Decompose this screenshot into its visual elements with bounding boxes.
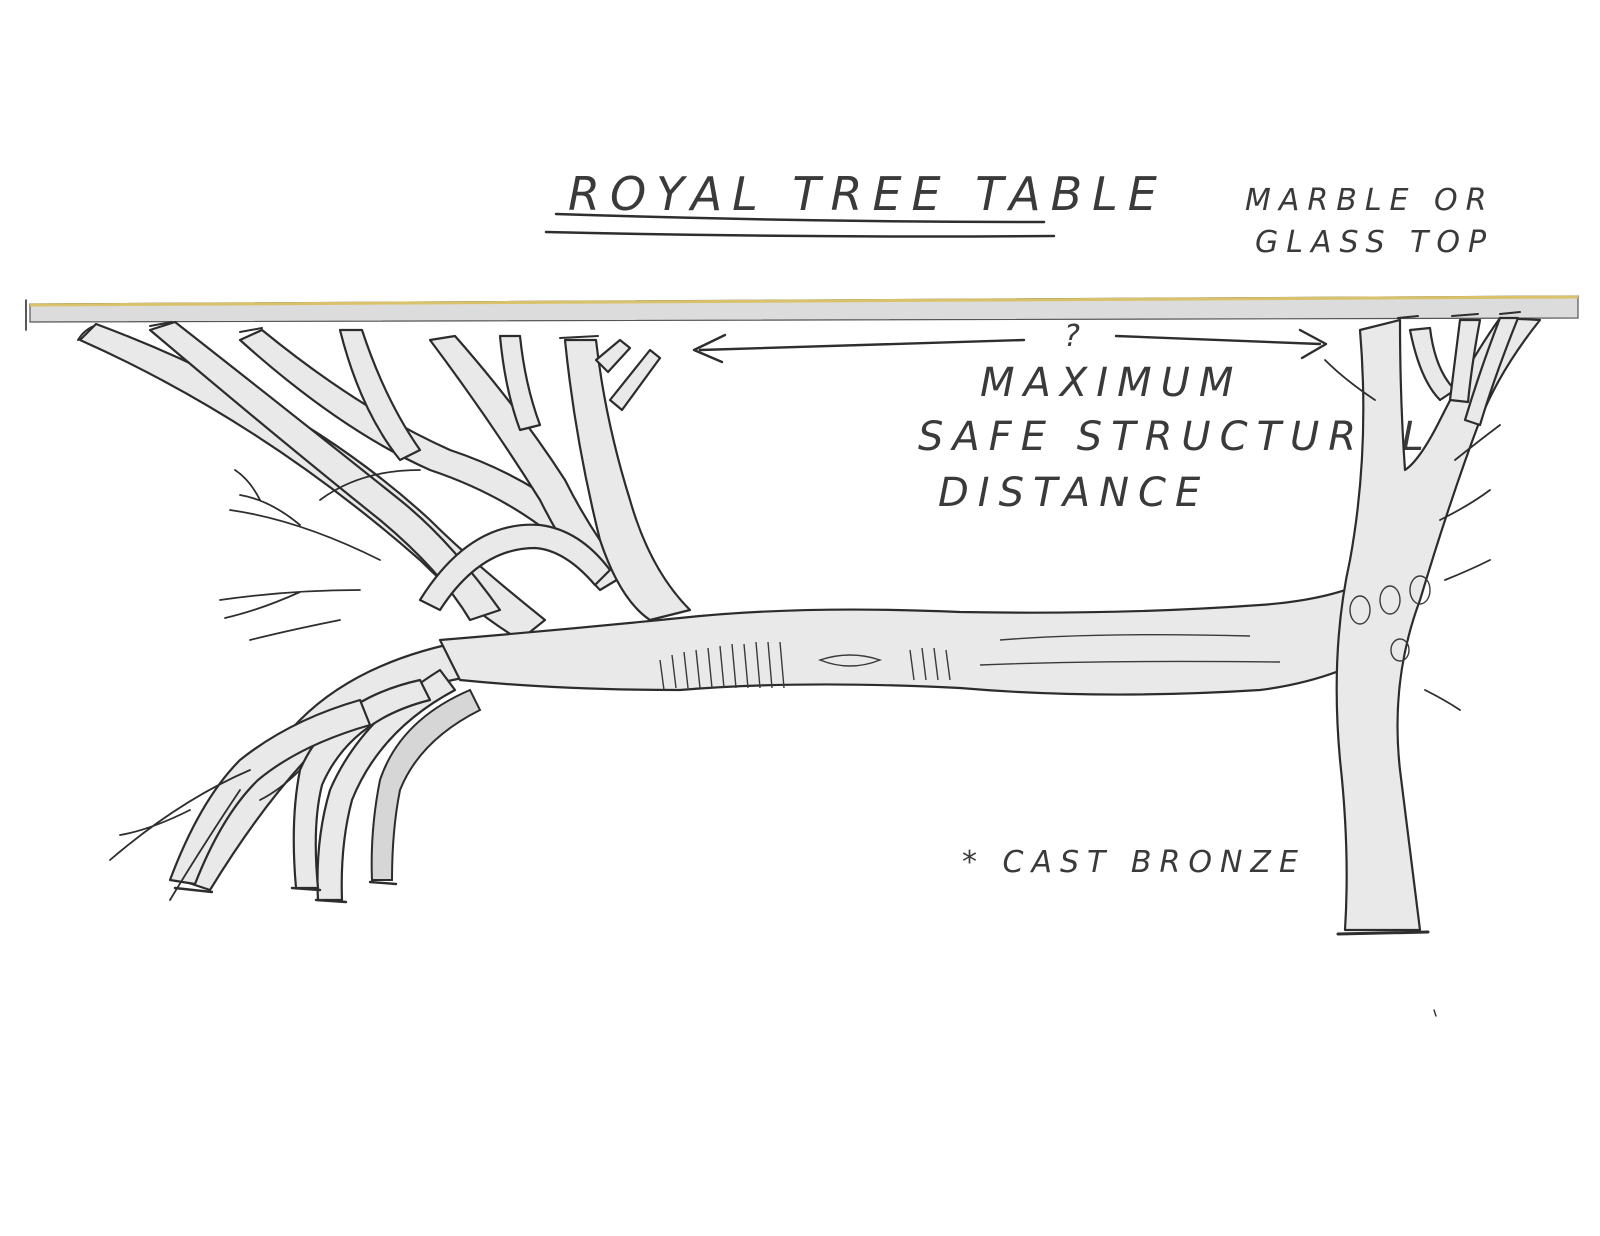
left-leg-5 — [168, 698, 372, 886]
title-group: ROYAL TREE TABLE — [544, 167, 1167, 238]
arched-limb — [418, 523, 612, 612]
top-material-note: MARBLE OR GLASS TOP — [1245, 183, 1495, 260]
span-question-mark: ? — [1064, 319, 1088, 354]
center-upright-fork-1 — [594, 338, 632, 374]
span-annotation: ? MAXIMUM SAFE STRUCTURAL DISTANCE — [692, 319, 1433, 516]
left-branch-cluster — [78, 320, 692, 642]
tabletop-stray-mark — [1433, 1009, 1437, 1017]
right-leg-cluster — [1324, 316, 1542, 936]
material-note: * CAST BRONZE — [962, 845, 1306, 880]
left-leg-feet — [173, 880, 398, 904]
span-arrow-left — [692, 333, 1026, 364]
right-leg-trunk — [1335, 316, 1542, 932]
left-leg-4 — [370, 688, 482, 881]
right-leg-foot — [1336, 930, 1430, 936]
right-leg-branch-3 — [1463, 316, 1520, 427]
title-text: ROYAL TREE TABLE — [568, 167, 1167, 221]
tabletop — [25, 295, 1579, 331]
branch-tips — [77, 311, 1521, 1017]
tip-caps — [77, 311, 1521, 341]
center-upright-fork-2 — [608, 348, 662, 412]
left-twigs — [219, 469, 421, 641]
left-limb-2 — [148, 320, 502, 622]
span-label-line-2: SAFE STRUCTURAL — [918, 414, 1433, 460]
left-leg-twigs — [109, 769, 301, 901]
tabletop-edge-highlight — [29, 295, 1579, 307]
top-material-line-2: GLASS TOP — [1255, 225, 1494, 260]
center-upright-branch — [563, 338, 692, 622]
right-leg-knots — [1349, 575, 1431, 662]
right-leg-twigs — [1324, 359, 1501, 711]
left-limb-6 — [498, 334, 542, 432]
left-leg-cluster — [109, 638, 482, 904]
span-label-line-3: DISTANCE — [938, 470, 1209, 516]
trunk-bark-marks — [659, 633, 1281, 691]
right-leg-branch-2 — [1448, 318, 1482, 404]
top-material-line-1: MARBLE OR — [1245, 183, 1495, 218]
title-underline-2 — [544, 230, 1056, 238]
span-label-line-1: MAXIMUM — [980, 360, 1242, 406]
right-leg-branch-1 — [1408, 326, 1457, 402]
trunk — [438, 578, 1402, 696]
title-underline-1 — [554, 212, 1046, 224]
span-arrow-right — [1114, 328, 1328, 360]
left-limb-4 — [338, 328, 422, 462]
trunk-body — [438, 578, 1402, 696]
